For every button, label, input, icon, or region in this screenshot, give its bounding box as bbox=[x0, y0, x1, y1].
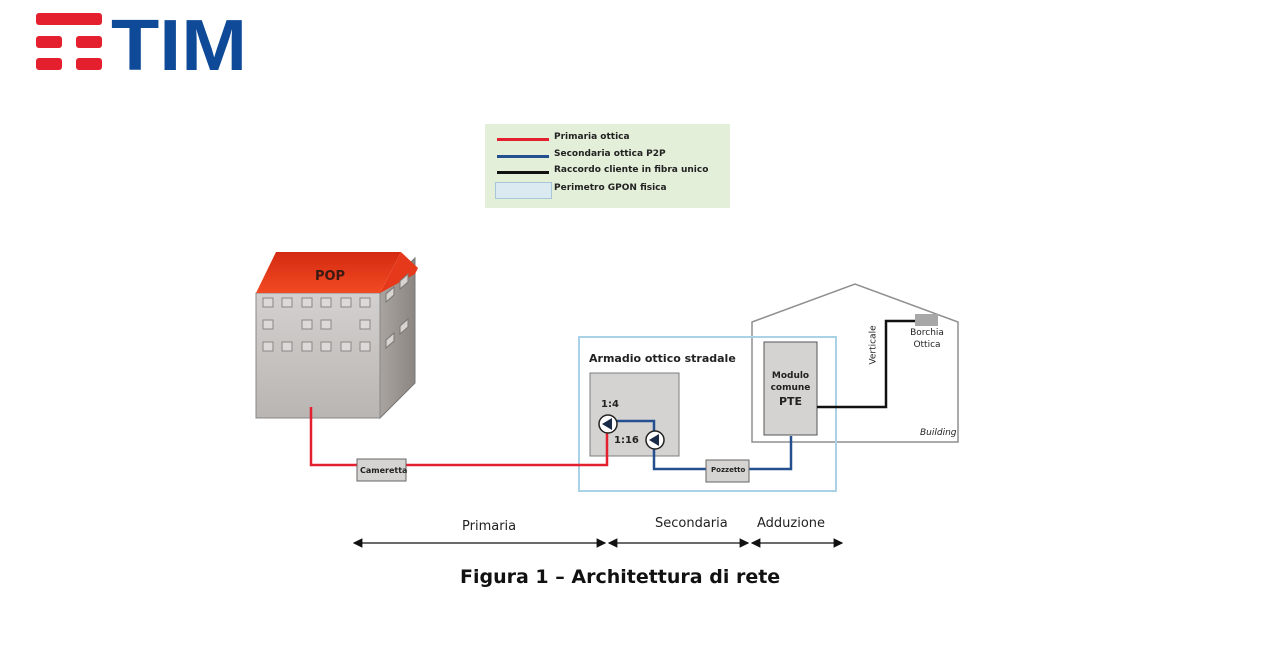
segment-primaria-label: Primaria bbox=[462, 519, 517, 534]
cameretta-label: Cameretta bbox=[360, 466, 408, 475]
building-label: Building bbox=[920, 428, 957, 438]
borchia-ottica bbox=[915, 314, 938, 326]
verticale-label: Verticale bbox=[868, 325, 879, 365]
pte-label-line1: Modulo bbox=[771, 371, 810, 381]
borchia-label-line2: Ottica bbox=[913, 340, 941, 350]
splitter-1-4 bbox=[598, 414, 618, 434]
legend-label: Perimetro GPON fisica bbox=[554, 183, 667, 193]
legend-item-perimetro: Perimetro GPON fisica bbox=[485, 182, 730, 199]
legend-item-primaria: Primaria ottica bbox=[485, 131, 730, 147]
cameretta-box bbox=[356, 458, 407, 482]
legend-perimeter-swatch bbox=[495, 182, 552, 199]
legend-blue-line bbox=[497, 155, 549, 158]
legend-label: Raccordo cliente in fibra unico bbox=[554, 165, 709, 175]
pozzetto-box bbox=[705, 459, 750, 483]
segment-secondaria-label: Secondaria bbox=[655, 516, 728, 531]
secondary-fiber-splitter-link bbox=[613, 419, 656, 431]
pte-label: Modulo comune PTE bbox=[764, 370, 817, 408]
segment-adduzione-label: Adduzione bbox=[757, 516, 826, 531]
armadio-label: Armadio ottico stradale bbox=[589, 352, 736, 365]
pop-roof bbox=[256, 252, 401, 293]
gpon-perimeter bbox=[578, 336, 837, 492]
pop-roof-side bbox=[380, 252, 418, 293]
pop-label: POP bbox=[315, 269, 345, 284]
pozzetto-label: Pozzetto bbox=[711, 466, 746, 474]
legend: Primaria ottica Secondaria ottica P2P Ra… bbox=[485, 124, 730, 208]
figure-caption: Figura 1 – Architettura di rete bbox=[460, 566, 781, 588]
logo-bar-bot-right bbox=[76, 58, 102, 70]
legend-red-line bbox=[497, 138, 549, 141]
pop-windows bbox=[262, 297, 371, 352]
logo-bar-mid-right bbox=[76, 36, 102, 48]
borchia-label: Borchia Ottica bbox=[905, 327, 949, 351]
customer-building-outline bbox=[751, 283, 959, 443]
drop-fiber bbox=[817, 319, 915, 409]
legend-label: Primaria ottica bbox=[554, 132, 630, 142]
pop-front-wall bbox=[255, 292, 381, 419]
splitter-1-4-label: 1:4 bbox=[601, 399, 619, 410]
borchia-label-line1: Borchia bbox=[910, 328, 944, 338]
splitter-1-16-label: 1:16 bbox=[614, 435, 639, 446]
pte-label-line3: PTE bbox=[778, 395, 803, 408]
legend-item-raccordo: Raccordo cliente in fibra unico bbox=[485, 164, 730, 180]
legend-item-secondaria: Secondaria ottica P2P bbox=[485, 148, 730, 164]
legend-black-line bbox=[497, 171, 549, 174]
splitter-1-16 bbox=[645, 430, 665, 450]
pop-side-windows bbox=[385, 272, 409, 350]
logo-bar-mid-left bbox=[36, 36, 62, 48]
primary-fiber bbox=[309, 407, 609, 467]
pte-box bbox=[763, 341, 818, 436]
pte-label-line2: comune bbox=[770, 383, 811, 393]
legend-label: Secondaria ottica P2P bbox=[554, 149, 666, 159]
logo-bar-bot-left bbox=[36, 58, 62, 70]
pop-building: POP bbox=[255, 252, 418, 420]
logo-bar-top bbox=[36, 13, 102, 25]
